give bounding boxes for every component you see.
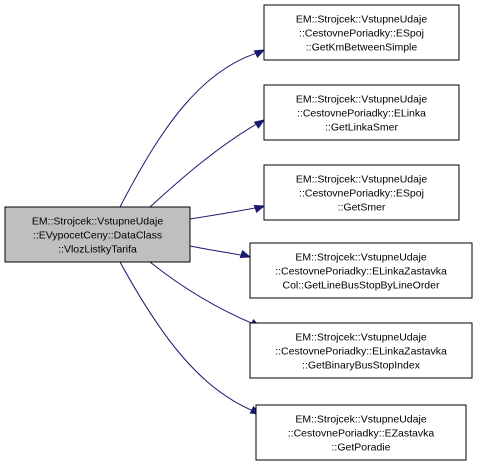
callee-node-3[interactable]: EM::Strojcek::VstupneUdaje::CestovnePori…: [263, 164, 460, 221]
callee-node-6-label-line: ::CestovnePoriadky::EZastavka: [288, 428, 435, 440]
callee-node-5[interactable]: EM::Strojcek::VstupneUdaje::CestovnePori…: [249, 322, 473, 379]
callee-node-4[interactable]: EM::Strojcek::VstupneUdaje::CestovnePori…: [249, 242, 473, 299]
caller-node-label-line: ::VlozListkyTarifa: [58, 244, 137, 256]
callee-node-2-label-line: EM::Strojcek::VstupneUdaje: [296, 94, 427, 106]
callee-node-5-label-line: ::CestovnePoriadky::ELinkaZastavka: [275, 346, 447, 358]
caller-node-box: [4, 206, 191, 263]
call-edge: [149, 121, 261, 208]
callee-node-2-label-line: ::CestovnePoriadky::ELinka: [297, 108, 426, 120]
callee-node-6[interactable]: EM::Strojcek::VstupneUdaje::CestovnePori…: [255, 404, 467, 461]
callee-node-2-label-line: ::GetLinkaSmer: [325, 122, 398, 134]
callee-node-3-label-line: ::GetSmer: [338, 202, 386, 214]
callee-node-1-box: [263, 4, 460, 61]
callee-node-2[interactable]: EM::Strojcek::VstupneUdaje::CestovnePori…: [263, 84, 460, 141]
callee-node-3-box: [263, 164, 460, 221]
graph-nodes: EM::Strojcek::VstupneUdaje::EVypocetCeny…: [4, 4, 473, 461]
callee-node-5-label-line: ::GetBinaryBusStopIndex: [302, 360, 421, 372]
call-edge: [119, 51, 261, 208]
callee-node-4-label-line: Col::GetLineBusStopByLineOrder: [282, 280, 440, 292]
callee-node-1-label-line: ::GetKmBetweenSimple: [306, 42, 418, 54]
callee-node-4-label-line: ::CestovnePoriadky::ELinkaZastavka: [275, 266, 447, 278]
arrowhead-icon: [253, 119, 266, 129]
call-edge: [189, 206, 261, 220]
callee-node-5-label-line: EM::Strojcek::VstupneUdaje: [295, 332, 426, 344]
arrowhead-icon: [253, 204, 266, 214]
caller-node-label-line: EM::Strojcek::VstupneUdaje: [32, 216, 163, 228]
call-edge: [119, 261, 257, 413]
callee-node-6-label-line: EM::Strojcek::VstupneUdaje: [295, 414, 426, 426]
callee-node-1-label-line: ::CestovnePoriadky::ESpoj: [299, 28, 424, 40]
callee-node-2-box: [263, 84, 460, 141]
call-edge: [189, 245, 247, 257]
caller-node[interactable]: EM::Strojcek::VstupneUdaje::EVypocetCeny…: [4, 206, 191, 263]
callee-node-4-box: [249, 242, 473, 299]
caller-node-label-line: ::EVypocetCeny::DataClass: [33, 230, 162, 242]
callee-node-3-label-line: ::CestovnePoriadky::ESpoj: [299, 188, 424, 200]
callee-node-4-label-line: EM::Strojcek::VstupneUdaje: [295, 252, 426, 264]
arrowhead-icon: [253, 49, 266, 59]
arrowhead-icon: [239, 249, 252, 259]
callee-node-6-label-line: ::GetPoradie: [332, 442, 391, 454]
callee-node-5-box: [249, 322, 473, 379]
callee-node-1-label-line: EM::Strojcek::VstupneUdaje: [296, 14, 427, 26]
callee-node-3-label-line: EM::Strojcek::VstupneUdaje: [296, 174, 427, 186]
call-edge: [149, 261, 257, 326]
call-edges: [119, 49, 266, 415]
callee-node-6-box: [255, 404, 467, 461]
callee-node-1[interactable]: EM::Strojcek::VstupneUdaje::CestovnePori…: [263, 4, 460, 61]
